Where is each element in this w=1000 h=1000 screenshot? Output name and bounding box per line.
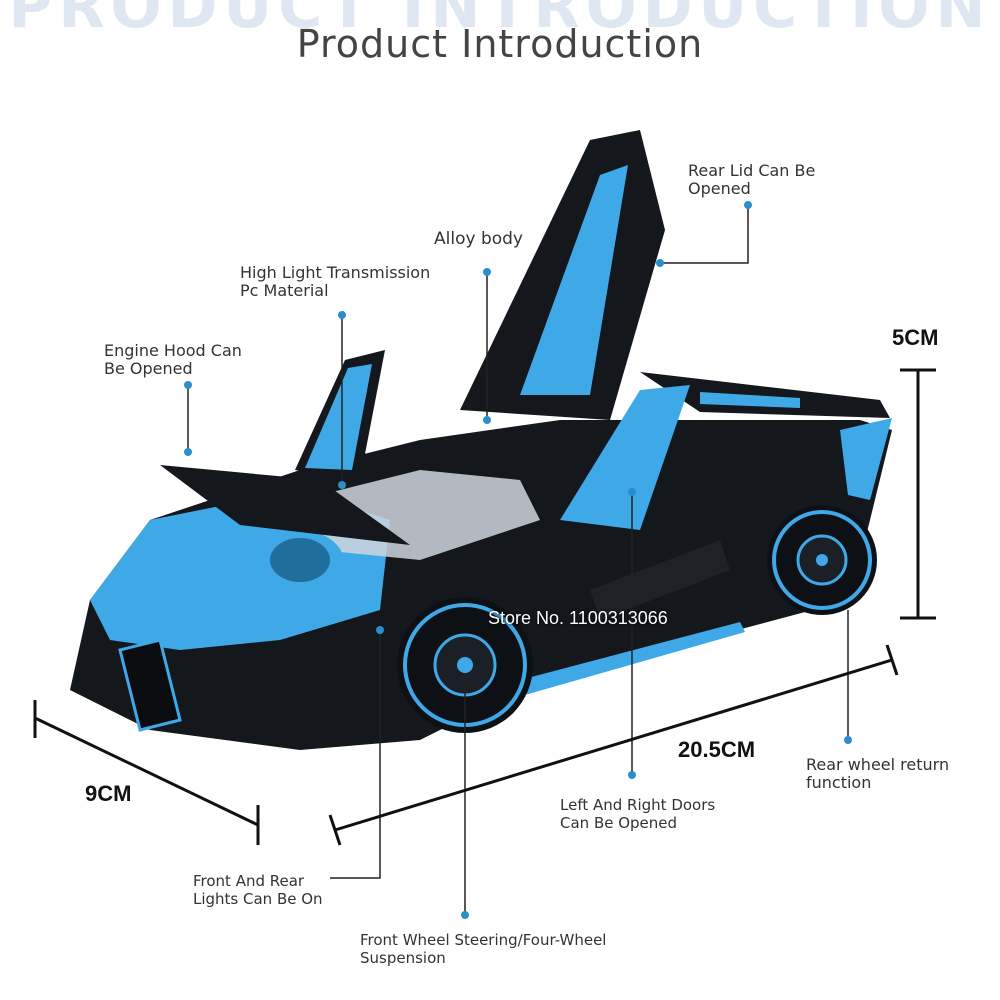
store-watermark: Store No. 1100313066 — [488, 608, 668, 628]
label-steering: Front Wheel Steering/Four-Wheel Suspensi… — [360, 931, 607, 967]
dimension-width: 9CM — [85, 781, 132, 806]
label-lights: Front And Rear Lights Can Be On — [193, 872, 323, 908]
label-rear-lid: Rear Lid Can Be Opened — [688, 161, 816, 198]
page-title: Product Introduction — [296, 22, 704, 66]
dimension-height: 5CM — [892, 325, 939, 350]
label-rear-wheel: Rear wheel return function — [806, 755, 950, 792]
label-doors: Left And Right Doors Can Be Opened — [560, 796, 716, 832]
label-alloy-body: Alloy body — [434, 229, 523, 249]
dimension-length: 20.5CM — [678, 737, 756, 762]
label-high-light: High Light Transmission Pc Material — [240, 263, 431, 300]
ghost-heading: PRODUCT INTRODUCTION — [8, 0, 992, 42]
label-engine-hood: Engine Hood Can Be Opened — [104, 341, 242, 378]
